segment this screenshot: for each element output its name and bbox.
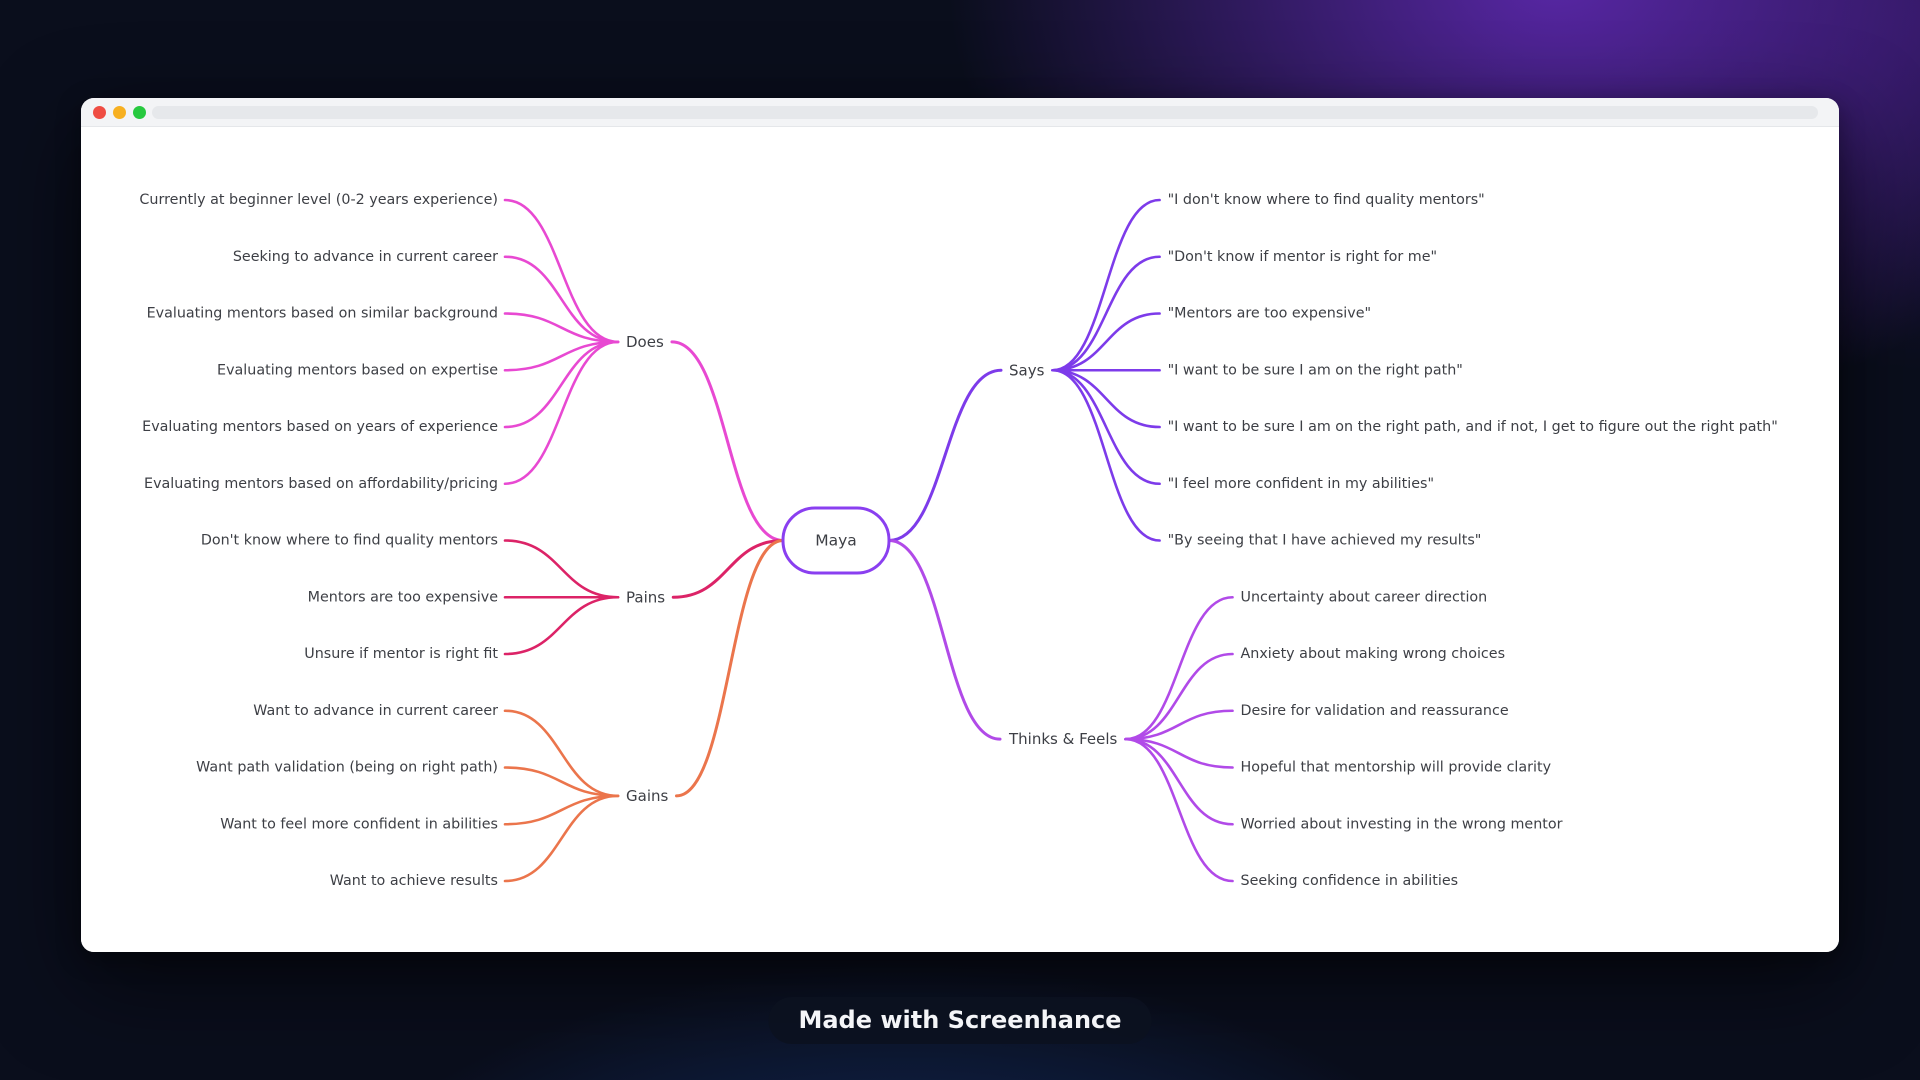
mindmap-leaf-does[interactable]: Evaluating mentors based on similar back… — [147, 306, 498, 322]
mindmap-leaf-says[interactable]: "I feel more confident in my abilities" — [1168, 476, 1434, 492]
mindmap-link-root-thinks — [887, 539, 1002, 741]
mindmap-leaf-says[interactable]: "Mentors are too expensive" — [1168, 306, 1372, 322]
screenhance-badge: Made with Screenhance — [768, 997, 1152, 1044]
mindmap-leaf-says[interactable]: "I don't know where to find quality ment… — [1168, 192, 1485, 208]
mindmap-link-thinks — [1124, 709, 1234, 741]
mindmap-leaf-thinks[interactable]: Anxiety about making wrong choices — [1241, 646, 1506, 662]
address-bar[interactable] — [152, 106, 1818, 119]
mindmap-leaf-says[interactable]: "I want to be sure I am on the right pat… — [1168, 419, 1778, 435]
mindmap-leaf-pains[interactable]: Mentors are too expensive — [308, 589, 499, 605]
mindmap-leaf-thinks[interactable]: Hopeful that mentorship will provide cla… — [1241, 760, 1552, 776]
minimize-button[interactable] — [113, 106, 126, 119]
mindmap-link-root-pains — [671, 539, 785, 599]
mindmap-link-does — [503, 312, 620, 344]
mindmap-leaf-does[interactable]: Evaluating mentors based on expertise — [217, 362, 498, 378]
mindmap-link-pains — [503, 595, 620, 656]
mindmap-branch-label-does[interactable]: Does — [626, 333, 664, 351]
mindmap-leaf-says[interactable]: "Don't know if mentor is right for me" — [1168, 249, 1438, 265]
mindmap-leaf-does[interactable]: Currently at beginner level (0-2 years e… — [139, 192, 498, 208]
mindmap-leaf-does[interactable]: Evaluating mentors based on affordabilit… — [144, 476, 498, 492]
mindmap-leaf-says[interactable]: "By seeing that I have achieved my resul… — [1168, 533, 1482, 549]
mindmap-link-thinks — [1124, 737, 1234, 883]
mindmap-link-says — [1051, 198, 1161, 372]
mindmap-link-says — [1051, 368, 1161, 429]
mindmap-leaf-thinks[interactable]: Desire for validation and reassurance — [1241, 703, 1509, 719]
mindmap-link-thinks — [1124, 737, 1234, 826]
mindmap-link-gains — [503, 766, 620, 798]
mindmap-leaf-says[interactable]: "I want to be sure I am on the right pat… — [1168, 362, 1463, 378]
mindmap-link-says — [1051, 368, 1161, 542]
mindmap-link-says — [1051, 312, 1161, 372]
mindmap-leaf-thinks[interactable]: Seeking confidence in abilities — [1241, 873, 1459, 889]
mindmap-branch-label-pains[interactable]: Pains — [626, 588, 665, 606]
mindmap-content: Does Currently at beginner level (0-2 yea… — [81, 127, 1839, 952]
mindmap-link-thinks — [1124, 652, 1234, 741]
mindmap-link-says — [1051, 368, 1161, 486]
mindmap-branch-label-thinks[interactable]: Thinks & Feels — [1008, 730, 1118, 748]
mindmap-link-root-gains — [674, 539, 785, 798]
mindmap-leaf-gains[interactable]: Want to feel more confident in abilities — [220, 816, 498, 832]
mindmap-link-root-says — [887, 368, 1003, 542]
mindmap-link-gains — [503, 794, 620, 826]
mindmap-link-gains — [503, 709, 620, 798]
mindmap-link-does — [503, 198, 620, 344]
mindmap-link-does — [503, 340, 620, 429]
mindmap-root-label[interactable]: Maya — [815, 532, 857, 550]
mindmap-leaf-thinks[interactable]: Worried about investing in the wrong men… — [1241, 816, 1563, 832]
mindmap-leaf-gains[interactable]: Want to achieve results — [330, 873, 498, 889]
window-titlebar — [81, 98, 1839, 127]
mindmap-link-does — [503, 340, 620, 372]
mindmap-leaf-thinks[interactable]: Uncertainty about career direction — [1241, 589, 1488, 605]
mindmap-link-does — [503, 255, 620, 344]
mindmap-link-gains — [503, 794, 620, 883]
mindmap-link-pains — [503, 539, 620, 599]
mindmap-link-root-does — [670, 340, 785, 542]
maximize-button[interactable] — [133, 106, 146, 119]
close-button[interactable] — [93, 106, 106, 119]
mindmap-root-node[interactable] — [781, 506, 891, 575]
mindmap-leaf-pains[interactable]: Unsure if mentor is right fit — [304, 646, 498, 662]
mindmap-leaf-gains[interactable]: Want path validation (being on right pat… — [196, 760, 498, 776]
mindmap-leaf-does[interactable]: Evaluating mentors based on years of exp… — [142, 419, 498, 435]
mindmap-leaf-gains[interactable]: Want to advance in current career — [253, 703, 498, 719]
mindmap-leaf-pains[interactable]: Don't know where to find quality mentors — [201, 533, 498, 549]
mindmap-leaf-does[interactable]: Seeking to advance in current career — [233, 249, 498, 265]
mindmap-link-thinks — [1124, 595, 1234, 741]
mindmap-link-says — [1051, 255, 1161, 372]
mindmap-link-does — [503, 340, 620, 486]
browser-window: Does Currently at beginner level (0-2 yea… — [81, 98, 1839, 952]
mindmap-branch-label-says[interactable]: Says — [1009, 361, 1045, 379]
mindmap-branch-label-gains[interactable]: Gains — [626, 787, 668, 805]
mindmap-canvas: Does Currently at beginner level (0-2 yea… — [139, 192, 1778, 889]
mindmap-link-thinks — [1124, 737, 1234, 769]
